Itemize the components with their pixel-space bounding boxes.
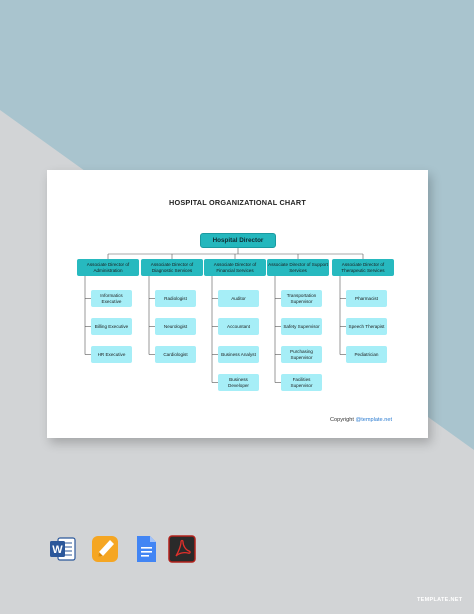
connector-lines xyxy=(84,248,364,383)
template-net-watermark: TEMPLATE.NET xyxy=(417,597,463,603)
staff-node-hr-executive: HR Executive xyxy=(91,346,132,363)
staff-node-accountant: Accountant xyxy=(218,318,259,335)
word-icon[interactable]: W xyxy=(49,535,77,563)
staff-node-pediatrician: Pediatrician xyxy=(346,346,387,363)
chart-title: HOSPITAL ORGANIZATIONAL CHART xyxy=(168,198,306,207)
staff-node-informatics-executive: Informatics Executive xyxy=(91,290,132,307)
director-node-associate-director-of-diagnostic-services: Associate Director of Diagnostic Service… xyxy=(141,259,203,276)
staff-node-transportation-supervisor: Transportation Supervisor xyxy=(281,290,322,307)
staff-node-auditor: Auditor xyxy=(218,290,259,307)
copyright-notice: Copyright @template.net xyxy=(330,417,392,423)
staff-node-safety-supervisor: Safety Supervisor xyxy=(281,318,322,335)
root-node-hospital-director: Hospital Director xyxy=(200,233,276,248)
template-preview-card[interactable]: HOSPITAL ORGANIZATIONAL CHART Hospital D… xyxy=(47,170,428,438)
word-icon-letter: W xyxy=(52,544,63,556)
staff-node-cardiologist: Cardiologist xyxy=(155,346,196,363)
staff-node-business-analyst: Business Analyst xyxy=(218,346,259,363)
staff-node-billing-executive: Billing Executive xyxy=(91,318,132,335)
director-node-associate-director-of-therapeutic-services: Associate Director of Therapeutic Servic… xyxy=(332,259,394,276)
staff-node-pharmacist: Pharmacist xyxy=(346,290,387,307)
staff-node-neurologist: Neurologist xyxy=(155,318,196,335)
pages-icon[interactable] xyxy=(91,535,119,563)
director-node-associate-director-of-support-services: Associate Director of Support Services xyxy=(267,259,329,276)
director-node-associate-director-of-administration: Associate Director of Administration xyxy=(77,259,139,276)
google-docs-icon[interactable] xyxy=(132,535,160,563)
staff-node-business-developer: Business Developer xyxy=(218,374,259,391)
staff-node-speech-therapist: Speech Therapist xyxy=(346,318,387,335)
staff-node-facilities-supervisor: Facilities Supervisor xyxy=(281,374,322,391)
director-node-associate-director-of-financial-services: Associate Director of Financial Services xyxy=(204,259,266,276)
pdf-icon[interactable] xyxy=(168,535,196,563)
staff-node-purchasing-supervisor: Purchasing Supervisor xyxy=(281,346,322,363)
copyright-label: Copyright xyxy=(330,417,354,423)
staff-node-radiologist: Radiologist xyxy=(155,290,196,307)
copyright-brand-link[interactable]: @template.net xyxy=(355,417,392,423)
